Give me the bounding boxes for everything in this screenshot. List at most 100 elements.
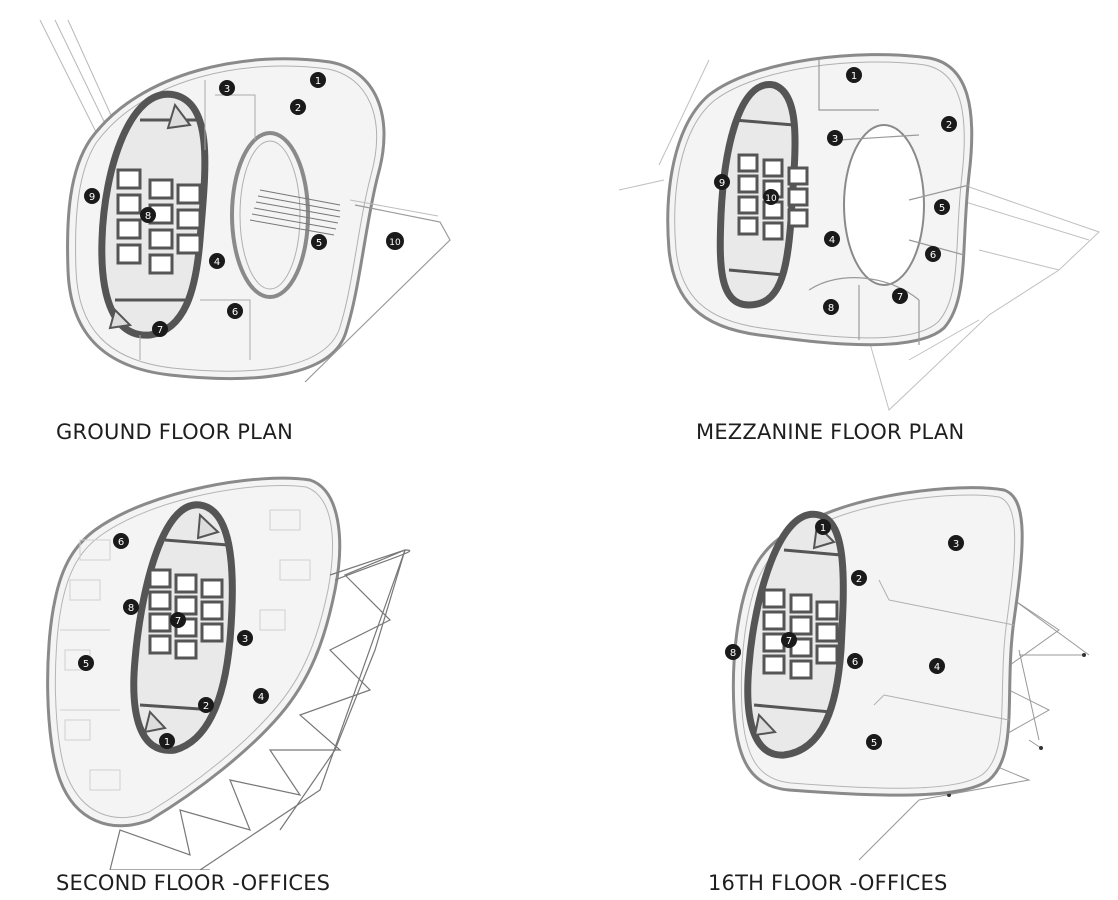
room-marker: 8 <box>140 207 156 223</box>
room-marker: 6 <box>227 303 243 319</box>
sail-facade-structure <box>109 549 411 870</box>
svg-text:9: 9 <box>719 178 725 189</box>
interior-partitions <box>808 60 970 345</box>
svg-text:5: 5 <box>83 659 89 670</box>
room-marker: 2 <box>290 99 306 115</box>
room-marker: 1 <box>846 67 862 83</box>
svg-text:8: 8 <box>145 211 151 222</box>
sixteenth-floor-plan-title: 16TH FLOOR -OFFICES <box>708 871 948 895</box>
elevator-bank <box>737 153 809 241</box>
room-marker: 8 <box>823 299 839 315</box>
svg-text:6: 6 <box>118 537 124 548</box>
svg-text:1: 1 <box>820 523 826 534</box>
core-outline <box>716 81 799 309</box>
svg-text:4: 4 <box>934 662 940 673</box>
svg-text:6: 6 <box>852 657 858 668</box>
stair-triangle <box>166 102 192 130</box>
room-marker: 2 <box>851 570 867 586</box>
elevator-bank <box>148 568 224 660</box>
room-marker: 7 <box>781 632 797 648</box>
room-marker: 4 <box>929 658 945 674</box>
room-marker: 3 <box>827 130 843 146</box>
sail-facade-structure <box>858 599 1090 861</box>
svg-text:6: 6 <box>930 250 936 261</box>
room-marker: 10 <box>763 189 779 205</box>
ground-floor-plan-title: GROUND FLOOR PLAN <box>56 420 293 444</box>
building-envelope <box>666 53 974 347</box>
svg-text:3: 3 <box>953 539 959 550</box>
svg-text:1: 1 <box>315 76 321 87</box>
interior-partitions <box>139 80 256 360</box>
svg-text:4: 4 <box>258 692 264 703</box>
svg-text:1: 1 <box>164 737 170 748</box>
mezzanine-floor-plan-title: MEZZANINE FLOOR PLAN <box>696 420 965 444</box>
grand-stair <box>249 189 341 236</box>
room-marker: 5 <box>78 655 94 671</box>
svg-text:7: 7 <box>157 325 163 336</box>
stair-triangle <box>196 512 220 540</box>
ground-floor-plan-drawing: 1 2 3 4 5 6 7 8 9 10 <box>39 19 451 383</box>
room-markers: 1 2 3 4 5 6 7 8 <box>725 519 964 750</box>
room-marker: 7 <box>892 288 908 304</box>
room-markers: 1 2 3 4 5 6 7 8 <box>78 533 269 749</box>
svg-text:5: 5 <box>939 203 945 214</box>
svg-text:9: 9 <box>89 192 95 203</box>
office-furniture <box>60 509 311 791</box>
svg-text:10: 10 <box>765 194 777 204</box>
stair-triangle <box>108 308 133 330</box>
elevator-bank <box>762 588 839 680</box>
stair-triangle <box>753 712 778 737</box>
room-marker: 4 <box>824 231 840 247</box>
room-marker: 1 <box>815 519 831 535</box>
room-marker: 8 <box>123 599 139 615</box>
svg-text:4: 4 <box>214 257 220 268</box>
mezzanine-floor-plan-drawing: 1 2 3 4 5 6 7 8 9 10 <box>618 53 1100 411</box>
atrium-void <box>230 131 310 299</box>
stair-triangle <box>143 709 167 734</box>
room-marker: 6 <box>113 533 129 549</box>
room-marker: 3 <box>219 80 235 96</box>
canopy-structure <box>618 59 1100 411</box>
svg-text:8: 8 <box>128 603 134 614</box>
room-marker: 5 <box>934 199 950 215</box>
room-marker: 2 <box>198 697 214 713</box>
svg-text:8: 8 <box>730 648 736 659</box>
room-marker: 6 <box>925 246 941 262</box>
atrium-void <box>843 124 925 286</box>
svg-text:2: 2 <box>946 120 952 131</box>
room-marker: 10 <box>386 232 404 250</box>
room-marker: 1 <box>159 733 175 749</box>
svg-text:7: 7 <box>897 292 903 303</box>
svg-text:3: 3 <box>242 634 248 645</box>
room-marker: 6 <box>847 653 863 669</box>
room-marker: 7 <box>152 321 168 337</box>
svg-text:2: 2 <box>203 701 209 712</box>
room-marker: 9 <box>714 174 730 190</box>
svg-text:8: 8 <box>828 303 834 314</box>
svg-text:7: 7 <box>786 636 792 647</box>
building-envelope-inner <box>75 65 378 372</box>
svg-text:10: 10 <box>389 238 401 248</box>
room-marker: 4 <box>209 253 225 269</box>
second-floor-plan-drawing: 1 2 3 4 5 6 7 8 <box>46 476 411 870</box>
room-marker: 8 <box>725 644 741 660</box>
entrance-canopy <box>304 204 451 383</box>
second-floor-plan-title: SECOND FLOOR -OFFICES <box>56 871 331 895</box>
svg-text:1: 1 <box>851 71 857 82</box>
room-marker: 5 <box>866 734 882 750</box>
svg-text:7: 7 <box>175 616 181 627</box>
sixteenth-floor-plan-drawing: 1 2 3 4 5 6 7 8 <box>725 486 1090 861</box>
room-marker: 2 <box>941 116 957 132</box>
svg-text:6: 6 <box>232 307 238 318</box>
room-markers: 1 2 3 4 5 6 7 8 9 10 <box>84 72 404 337</box>
elevator-bank <box>116 168 202 275</box>
room-marker: 1 <box>310 72 326 88</box>
room-markers: 1 2 3 4 5 6 7 8 9 10 <box>714 67 957 315</box>
svg-text:5: 5 <box>871 738 877 749</box>
room-marker: 3 <box>948 535 964 551</box>
room-marker: 3 <box>237 630 253 646</box>
svg-text:5: 5 <box>316 238 322 249</box>
svg-text:4: 4 <box>829 235 835 246</box>
svg-text:3: 3 <box>832 134 838 145</box>
svg-text:2: 2 <box>856 574 862 585</box>
